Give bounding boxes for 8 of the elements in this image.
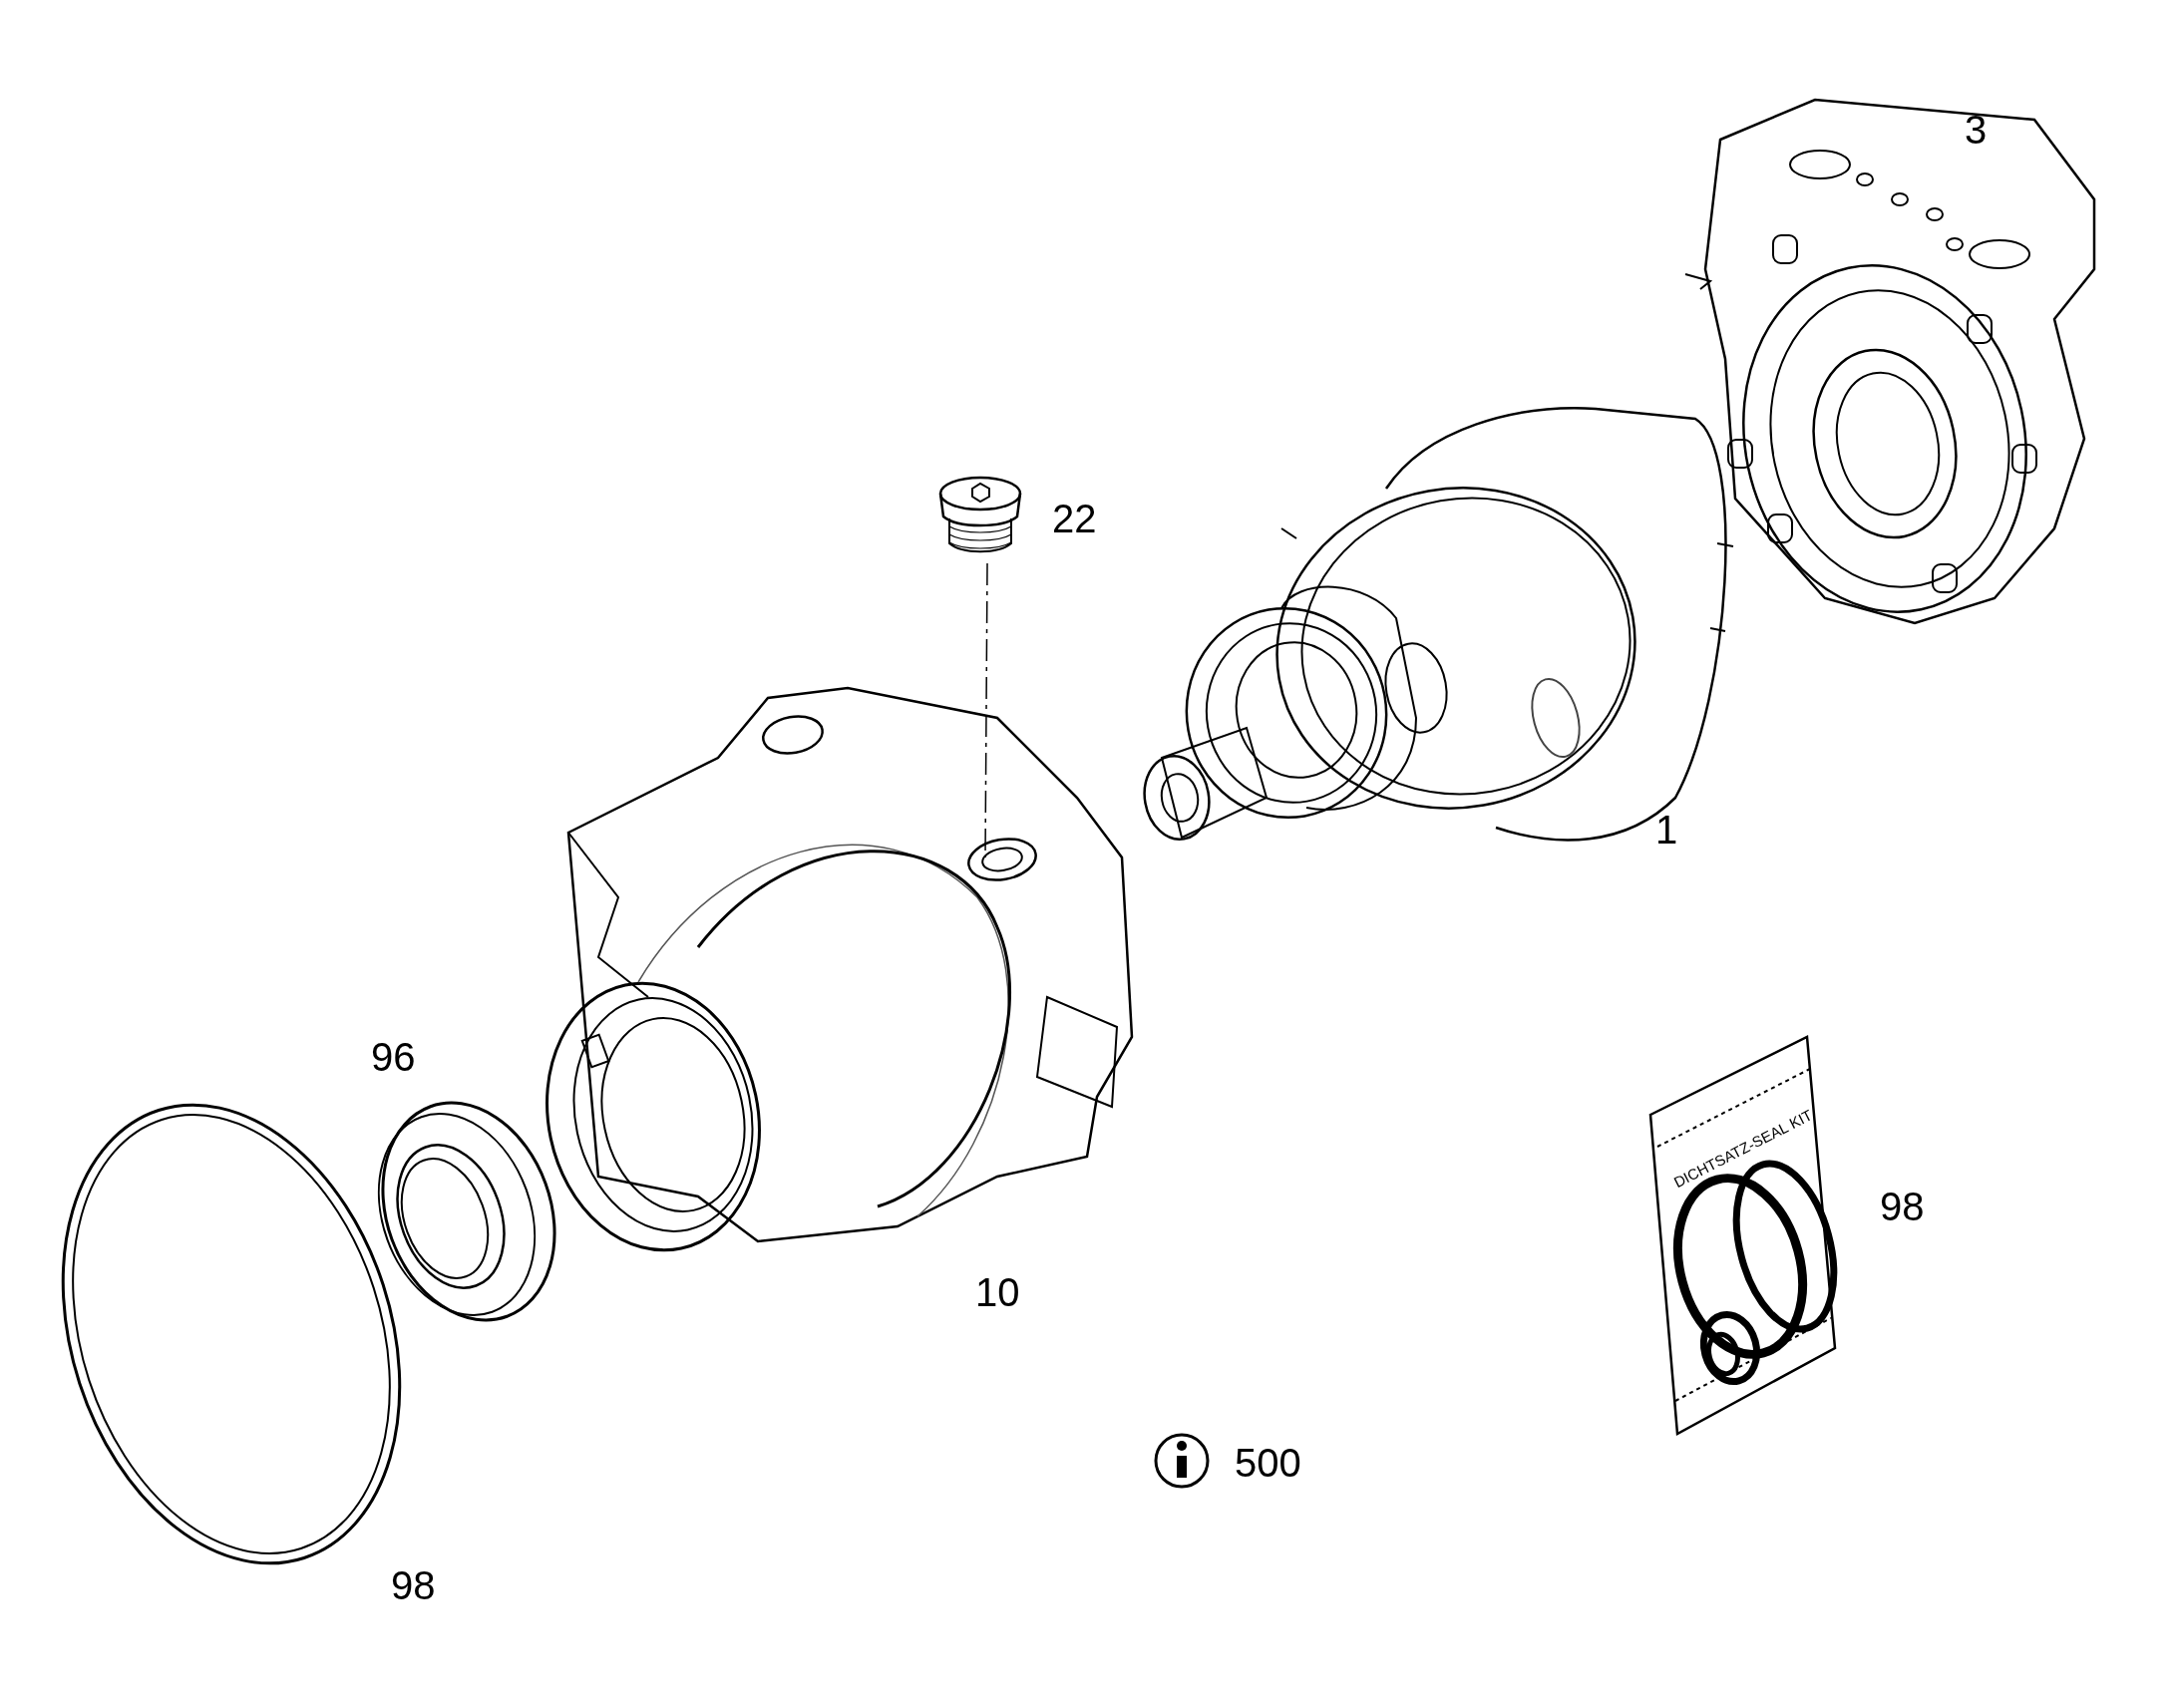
callout-number: 98: [391, 1565, 436, 1605]
callout-number: 98: [1880, 1187, 1925, 1226]
callout-number: 1: [1655, 810, 1678, 850]
callout-number: 96: [371, 1037, 416, 1077]
callout-number: 3: [1965, 110, 1988, 150]
callout-number: 10: [975, 1272, 1020, 1312]
callout-number: 22: [1052, 499, 1097, 538]
info-number: 500: [1235, 1443, 1301, 1483]
